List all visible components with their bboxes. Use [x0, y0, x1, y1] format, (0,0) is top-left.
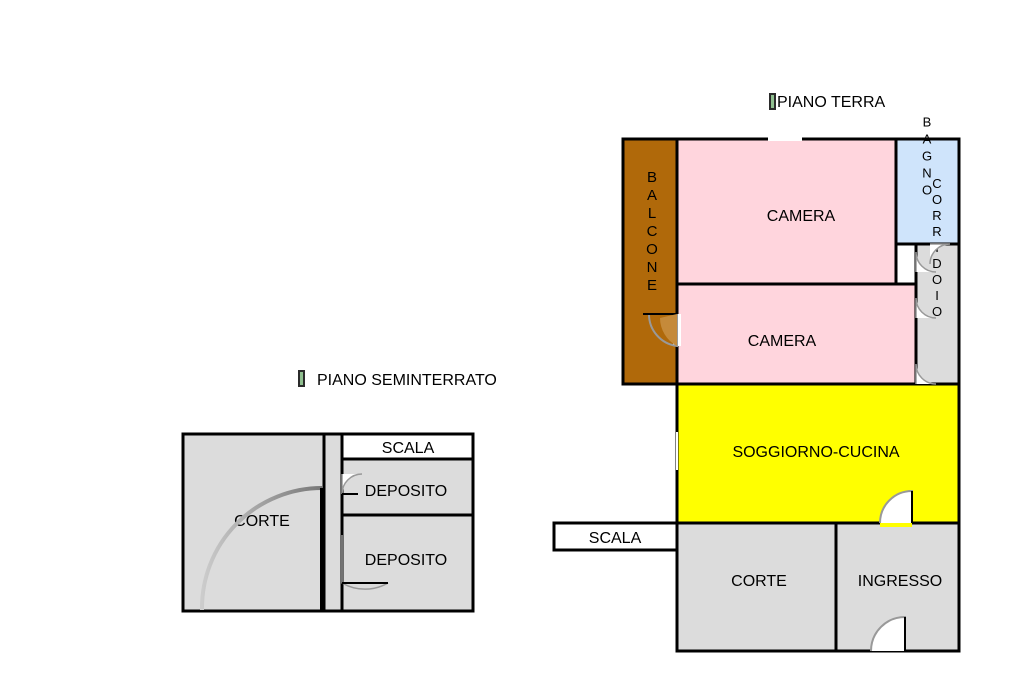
window-mark [768, 137, 802, 141]
ground-floor: PIANO TERRA BALCONE CAMERA BAGNO CAMERA … [552, 93, 961, 653]
basement-corridor [322, 432, 344, 613]
room-camera-1 [675, 137, 898, 286]
room-scala-ground [552, 521, 679, 552]
door-corridoio [915, 243, 951, 385]
room-deposito-1-label: DEPOSITO [365, 483, 447, 500]
room-deposito-2 [340, 513, 475, 613]
room-deposito-1 [340, 457, 475, 517]
ground-floor-title: PIANO TERRA [777, 94, 886, 111]
room-ingresso-label: INGRESSO [858, 573, 942, 590]
basement-floor-title: PIANO SEMINTERRATO [317, 372, 497, 389]
room-scala-basement-label: SCALA [382, 440, 435, 457]
room-camera-1-label: CAMERA [767, 208, 836, 225]
room-corte-basement-label: CORTE [234, 513, 290, 530]
room-camera-2-label: CAMERA [748, 333, 817, 350]
room-scala-ground-label: SCALA [589, 530, 642, 547]
room-balcone-label: BALCONE [644, 169, 661, 295]
basement-floor: PIANO SEMINTERRATO CORTE SCALA DEPOSITO … [181, 370, 497, 613]
room-deposito-2-label: DEPOSITO [365, 552, 447, 569]
room-bagno [894, 137, 961, 246]
door-soggiorno-ingresso [879, 489, 913, 527]
room-bagno-label: BAGNO [920, 115, 935, 200]
door-deposito-2 [341, 535, 389, 590]
room-corte-ground-label: CORTE [731, 573, 787, 590]
door-deposito-1 [341, 473, 363, 495]
room-soggiorno-cucina-label: SOGGIORNO-CUCINA [732, 444, 899, 461]
door-corte-arc [199, 486, 323, 611]
door-ingresso [870, 615, 906, 652]
door-balcone [643, 313, 681, 348]
room-corte-ground [675, 521, 838, 653]
